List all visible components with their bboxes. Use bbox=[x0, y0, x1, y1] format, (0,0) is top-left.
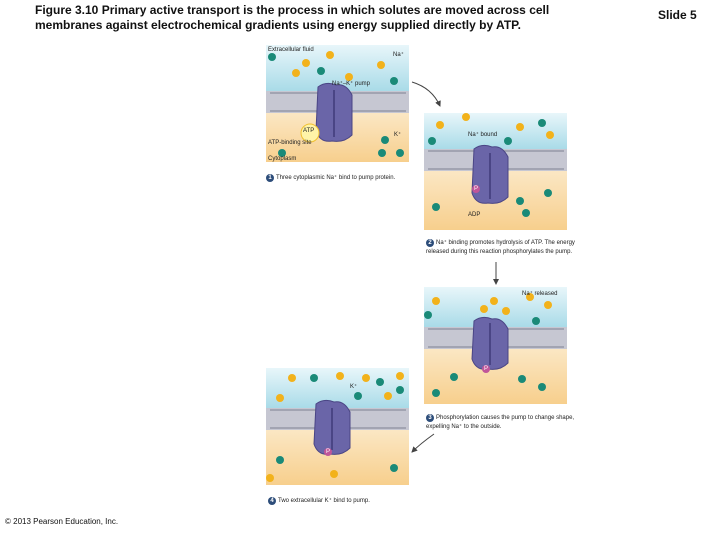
na-released-label: Na⁺ released bbox=[522, 291, 558, 297]
panel-2-art bbox=[424, 113, 567, 230]
arrow-3-to-4 bbox=[411, 433, 435, 453]
panel-3: Na⁺ released P bbox=[424, 287, 567, 404]
adp-label: ADP bbox=[468, 212, 481, 218]
k-label-4: K⁺ bbox=[350, 384, 358, 390]
step-1-number: 1 bbox=[266, 174, 274, 182]
arrow-1-to-2 bbox=[411, 81, 441, 107]
pump-label: Na⁺–K⁺ pump bbox=[332, 81, 371, 87]
phosphate-label-3: P bbox=[484, 366, 489, 372]
panel-3-art bbox=[424, 287, 567, 404]
phosphate-label-4: P bbox=[326, 449, 331, 455]
panel-2: Na⁺ bound P ADP bbox=[424, 113, 567, 230]
panel-1: Extracellular fluid Na⁺ Na⁺–K⁺ pump ATP … bbox=[266, 45, 409, 162]
step-2-number: 2 bbox=[426, 239, 434, 247]
na-bound-label: Na⁺ bound bbox=[468, 132, 498, 138]
step-4-number: 4 bbox=[268, 497, 276, 505]
atp-label: ATP bbox=[303, 128, 315, 134]
panel-4-art bbox=[266, 368, 409, 485]
atp-molecule bbox=[300, 123, 320, 143]
slide-number: Slide 5 bbox=[658, 8, 697, 22]
phosphate bbox=[472, 185, 480, 193]
panel-1-art bbox=[266, 45, 409, 162]
potassium-ions bbox=[268, 53, 404, 157]
copyright: © 2013 Pearson Education, Inc. bbox=[5, 517, 119, 526]
cytoplasm-label: Cytoplasm bbox=[268, 156, 297, 162]
figure-title: Figure 3.10 Primary active transport is … bbox=[35, 3, 550, 32]
step-3-number: 3 bbox=[426, 414, 434, 422]
na-label: Na⁺ bbox=[393, 52, 404, 58]
step-4-text: Two extracellular K⁺ bind to pump. bbox=[278, 498, 370, 504]
extracellular-label: Extracellular fluid bbox=[268, 47, 314, 53]
k-label: K⁺ bbox=[394, 132, 402, 138]
phosphate-label: P bbox=[474, 186, 479, 192]
step-2-text: Na⁺ binding promotes hydrolysis of ATP. … bbox=[426, 240, 575, 255]
step-1-text: Three cytoplasmic Na⁺ bind to pump prote… bbox=[276, 175, 396, 181]
extracellular-area bbox=[266, 45, 409, 91]
atp-site-label: ATP-binding site bbox=[268, 140, 312, 146]
step-3-text: Phosphorylation causes the pump to chang… bbox=[426, 415, 575, 430]
panel-4: K⁺ P bbox=[266, 368, 409, 485]
